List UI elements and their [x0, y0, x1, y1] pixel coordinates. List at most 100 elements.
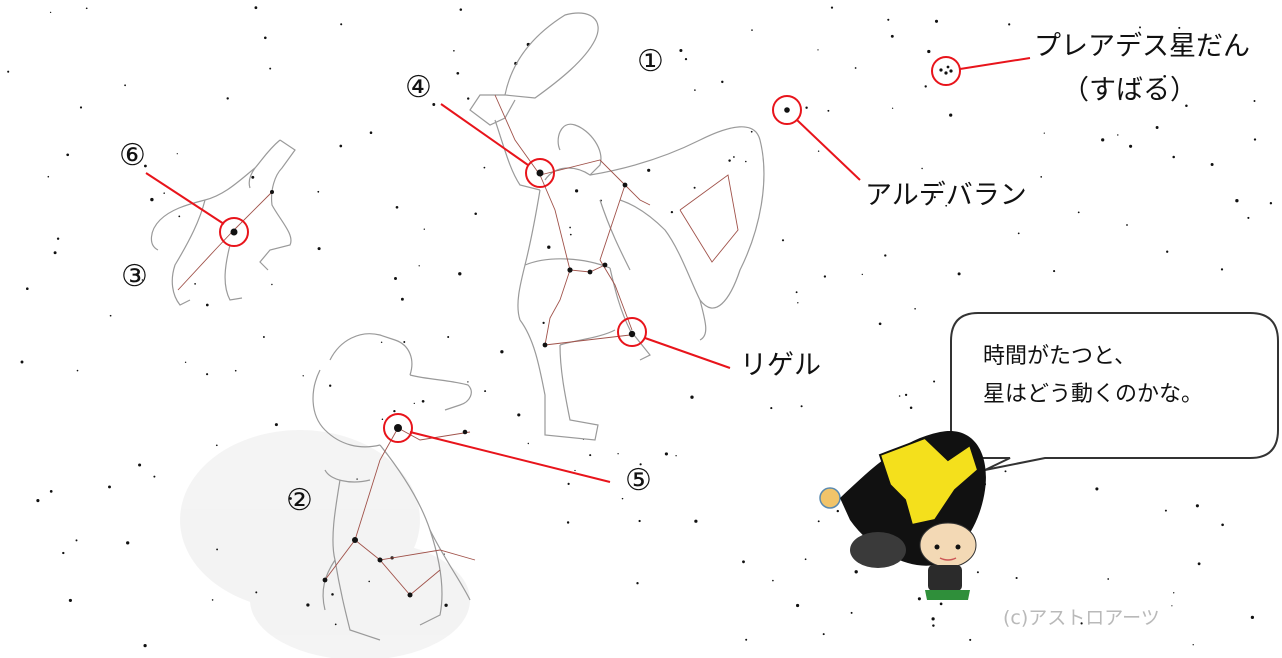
leader-line-4 — [440, 103, 529, 166]
background-star — [1178, 26, 1181, 29]
background-star — [163, 192, 165, 194]
leader-line-rigel — [644, 337, 731, 369]
star-canis-major-3 — [407, 592, 413, 598]
background-star — [109, 314, 112, 317]
highlight-circle-4 — [525, 158, 555, 188]
background-star — [62, 551, 65, 555]
background-star — [1235, 199, 1239, 203]
background-star — [770, 407, 773, 410]
background-star — [1253, 100, 1256, 102]
background-star — [690, 395, 694, 399]
star-canis-major-2 — [377, 557, 383, 563]
background-star — [143, 643, 147, 648]
background-star — [527, 442, 529, 445]
background-star — [909, 406, 913, 409]
background-star — [500, 350, 504, 354]
background-star — [1192, 644, 1194, 646]
background-star — [1210, 163, 1214, 166]
background-star — [621, 497, 624, 500]
label-2: ② — [286, 483, 313, 518]
background-star — [1269, 202, 1273, 205]
background-star — [141, 279, 144, 281]
background-star — [269, 67, 272, 70]
star-orion-belt-1 — [567, 267, 573, 273]
background-star — [1163, 74, 1167, 78]
background-star — [1172, 155, 1175, 159]
background-star — [1053, 270, 1056, 273]
background-star — [822, 633, 825, 636]
background-star — [1040, 176, 1043, 178]
background-star — [184, 361, 187, 364]
background-star — [289, 497, 292, 500]
background-star — [1220, 268, 1224, 271]
background-star — [144, 164, 147, 168]
background-star — [830, 6, 834, 9]
star-orion-belt-3 — [602, 262, 608, 268]
background-star — [804, 558, 807, 561]
highlight-markers — [145, 56, 1031, 483]
star-canis-major-5 — [462, 429, 468, 435]
background-star — [75, 539, 78, 542]
background-star — [781, 239, 785, 242]
background-star — [369, 131, 373, 134]
background-star — [927, 49, 931, 54]
background-star — [827, 109, 830, 112]
leader-line-5 — [409, 431, 611, 483]
background-star — [394, 277, 397, 280]
background-star — [772, 579, 774, 582]
background-star — [932, 624, 935, 627]
background-star — [447, 336, 450, 338]
background-star — [215, 444, 218, 447]
background-star — [1117, 134, 1119, 136]
background-star — [458, 272, 462, 276]
background-star — [368, 580, 370, 583]
background-star — [483, 166, 486, 169]
canis-minor-figure — [150, 139, 296, 306]
background-star — [1139, 26, 1141, 29]
background-star — [421, 399, 425, 403]
background-star — [306, 603, 310, 607]
background-star — [1043, 132, 1045, 134]
star-canis-major-1 — [352, 537, 358, 543]
background-star — [887, 18, 890, 21]
background-star — [1185, 104, 1188, 108]
background-star — [381, 418, 384, 421]
background-star — [329, 384, 332, 387]
background-star — [36, 499, 40, 503]
background-star — [254, 6, 258, 10]
background-star — [800, 405, 803, 408]
background-star — [1008, 23, 1011, 26]
background-star — [194, 283, 196, 285]
background-star — [418, 265, 420, 267]
background-star — [302, 375, 304, 377]
background-star — [664, 452, 668, 456]
background-star — [750, 130, 753, 133]
background-star — [1173, 592, 1175, 594]
background-star — [467, 381, 469, 383]
background-star — [939, 602, 943, 606]
star-pleiades-2 — [944, 71, 948, 75]
background-star — [56, 237, 60, 240]
label-4: ④ — [405, 70, 432, 105]
background-star — [1250, 615, 1255, 620]
star-aldebaran — [784, 107, 790, 113]
background-star — [234, 369, 237, 372]
background-star — [805, 106, 808, 109]
background-star — [1197, 562, 1201, 566]
background-star — [1166, 250, 1169, 253]
highlight-circle-6 — [219, 217, 249, 247]
leader-line-pleiades — [959, 57, 1031, 70]
background-star — [403, 341, 406, 343]
background-star — [1164, 509, 1167, 512]
label-5: ⑤ — [625, 463, 652, 498]
background-star — [68, 598, 72, 602]
background-star — [1171, 605, 1173, 607]
rigel-label: リゲル — [740, 350, 821, 381]
background-star — [262, 336, 265, 338]
background-star — [817, 150, 820, 152]
background-star — [636, 582, 639, 585]
background-star — [423, 228, 425, 230]
background-star — [617, 453, 619, 455]
background-star — [205, 303, 209, 307]
background-star — [904, 393, 908, 397]
